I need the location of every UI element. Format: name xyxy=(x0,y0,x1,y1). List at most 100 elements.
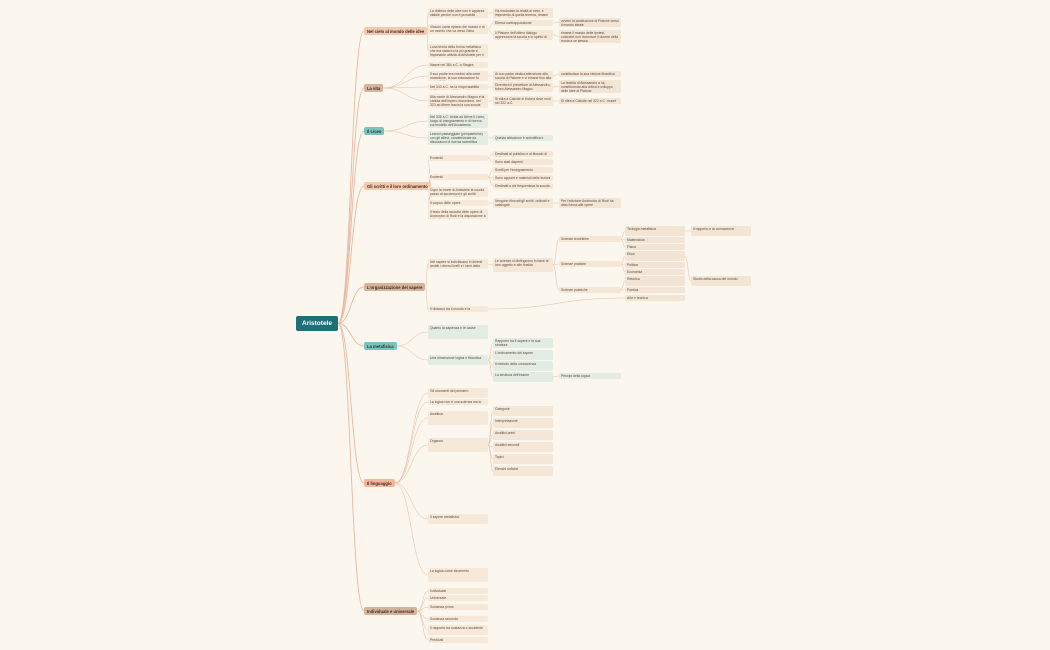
node-n49: Il rapporto e la conoscenza xyxy=(691,226,751,236)
node-n30: Il corpus delle opere xyxy=(428,200,488,206)
node-n66: Topici xyxy=(493,454,553,464)
node-n73: Sostanza seconda xyxy=(428,616,488,622)
root-node[interactable]: Aristotele xyxy=(296,316,338,331)
edge-b7-n68 xyxy=(394,482,429,520)
node-n67: Elenchi sofistici xyxy=(493,466,553,476)
edge-n61-n62 xyxy=(487,410,494,446)
branch-linguaggio[interactable]: Il linguaggio xyxy=(364,479,395,487)
node-n3: Eterna contrapposizione xyxy=(493,20,553,26)
edge-root-b2 xyxy=(337,87,365,324)
node-n27: Sono appunti e materiali delle lezioni xyxy=(493,175,553,181)
edge-n39-n48 xyxy=(487,297,626,310)
node-n29: Dopo la morte di Aristotele la scuola pa… xyxy=(428,187,488,197)
node-n39: Il distacco tra il mondo e la conoscenza xyxy=(428,306,488,312)
node-n59: La logica non è una scienza ma lo strume… xyxy=(428,399,488,405)
node-n40: Teologia metafisica xyxy=(625,226,685,236)
node-n54: L'ordinamento del sapere xyxy=(493,350,553,360)
edge-b8-n71 xyxy=(417,597,429,612)
node-n24: Sono stati dispersi xyxy=(493,159,553,165)
node-n25: Scritti per l'insegnamento xyxy=(493,167,553,173)
edge-n35-n38 xyxy=(552,264,560,291)
branch-vita[interactable]: La vita xyxy=(364,84,384,92)
node-n58: Gli strumenti del pensiero xyxy=(428,388,488,398)
node-n57: Principi della logica xyxy=(559,373,621,379)
node-n44: Politica xyxy=(625,262,685,268)
edge-b8-n73 xyxy=(417,610,429,620)
node-n18: Si ritira a Calcide nel 322 a.C. muore xyxy=(559,98,621,104)
node-n51: Quanto la sapienza e le cause xyxy=(428,325,488,339)
node-n13: Nel 343 a.C. ha la responsabilità dell'i… xyxy=(428,84,488,90)
node-n14: Diventerà il precettore di Alessandro, f… xyxy=(493,82,553,92)
node-n70: Individuale xyxy=(428,588,488,594)
node-n15: La fedeltà di Alessandro a lui, contribu… xyxy=(559,80,621,93)
node-n2: Ha rimandato la realtà al cielo, e impov… xyxy=(493,8,553,18)
edge-b2-n10 xyxy=(383,75,429,89)
node-n46: Retorica xyxy=(625,276,685,286)
edge-root-b4 xyxy=(337,185,365,324)
node-n68: Il sapere metafisico xyxy=(428,514,488,524)
branch-scritti[interactable]: Gli scritti e il loro ordinamento xyxy=(364,182,431,190)
branch-sapere[interactable]: L'organizzazione del sapere xyxy=(364,283,426,291)
node-n22: Exoterici xyxy=(428,155,488,161)
edge-b3-n20 xyxy=(384,130,429,139)
node-n52: Una dimensione logica e filosofica xyxy=(428,355,488,365)
node-n55: Il metodo della conoscenza xyxy=(493,361,553,371)
node-n8: Luna teoria della forma metafisica che e… xyxy=(428,44,488,58)
edge-b6-n52 xyxy=(396,345,429,361)
edge-b7-n58 xyxy=(394,392,429,484)
node-n35: Le scienze si distinguono in base al lor… xyxy=(493,258,553,272)
node-n69: La logica come strumento xyxy=(428,568,488,582)
edge-b8-n74 xyxy=(417,610,429,631)
node-n6: ovvero la costituzione di Platone verso … xyxy=(559,18,621,27)
node-n4: Vissuto come ripiano del mondo e di un m… xyxy=(428,24,488,34)
node-n62: Categorie xyxy=(493,406,553,416)
edge-root-b3 xyxy=(337,130,365,324)
edge-b8-n70 xyxy=(417,590,429,612)
node-n12: contribuisce la sua visione filosofica xyxy=(559,71,621,77)
node-n48: Arte e tecnica xyxy=(625,295,685,301)
node-n21: Questa istituzione è scientifica e organ… xyxy=(493,135,553,141)
branch-liceo[interactable]: Il Liceo xyxy=(364,127,385,135)
edge-b2-n13 xyxy=(383,86,429,89)
node-n64: Analitici primi xyxy=(493,430,553,440)
edge-b8-n72 xyxy=(417,606,429,612)
edge-root-b1 xyxy=(337,30,365,324)
node-n42: Fisica xyxy=(625,244,685,250)
edge-root-b7 xyxy=(337,323,365,484)
node-n1: La dottrina delle idee non è apparsa sta… xyxy=(428,8,488,18)
edge-root-b8 xyxy=(337,323,365,612)
edge-b3-n19 xyxy=(384,120,429,132)
node-n26: Esoterici xyxy=(428,174,488,180)
node-n65: Analitici secondi xyxy=(493,442,553,452)
node-n10: Il suo padre era medico alla corte maced… xyxy=(428,71,488,81)
node-n43: Etica xyxy=(625,251,685,261)
node-n5: Il Platone dell'ultimo dialogo apprezzav… xyxy=(493,30,553,40)
edge-b7-n61 xyxy=(394,444,429,484)
node-n75: Predicati xyxy=(428,637,488,643)
branch-cielo-idee[interactable]: Nel cielo al mondo delle idee xyxy=(364,27,428,35)
node-n33: Il testo della raccolta delle opere di A… xyxy=(428,209,488,219)
node-n9: Nasce nel 384 a.C. a Stagira xyxy=(428,62,488,68)
edge-root-b5 xyxy=(337,286,365,324)
node-n34: Nel sapere si individuano in diversi amb… xyxy=(428,259,488,269)
node-n71: Universale xyxy=(428,595,488,601)
node-n23: Destinati al pubblico e al filosofo di d… xyxy=(493,151,553,157)
node-n37: Scienze pratiche xyxy=(559,261,621,267)
node-n20: Lezioni passeggiate (peripatetiche) con … xyxy=(428,131,488,145)
edge-b2-n16 xyxy=(383,87,429,102)
node-n56: La struttura dell'essere xyxy=(493,372,553,382)
branch-individuale[interactable]: Individuale e universale xyxy=(364,607,418,615)
node-n38: Scienze poietiche xyxy=(559,287,621,293)
node-n32: Per l'edizione Andronico di Rodi ha dato… xyxy=(559,198,621,208)
node-n17: Si ritira a Calcide in Eubea dove morì n… xyxy=(493,96,553,106)
edge-b7-n59 xyxy=(394,401,429,484)
edge-b8-n75 xyxy=(417,610,429,641)
node-n61: Organon xyxy=(428,438,488,452)
branch-metafisica[interactable]: La metafisica xyxy=(364,342,397,350)
node-n72: Sostanza prima xyxy=(428,604,488,610)
node-n45: Economia xyxy=(625,269,685,275)
node-n74: Il rapporto tra sostanza e accidente xyxy=(428,625,488,635)
node-n60: Analitica xyxy=(428,411,488,425)
node-n31: Vengono ritrovati gli scritti, ordinati … xyxy=(493,198,553,208)
